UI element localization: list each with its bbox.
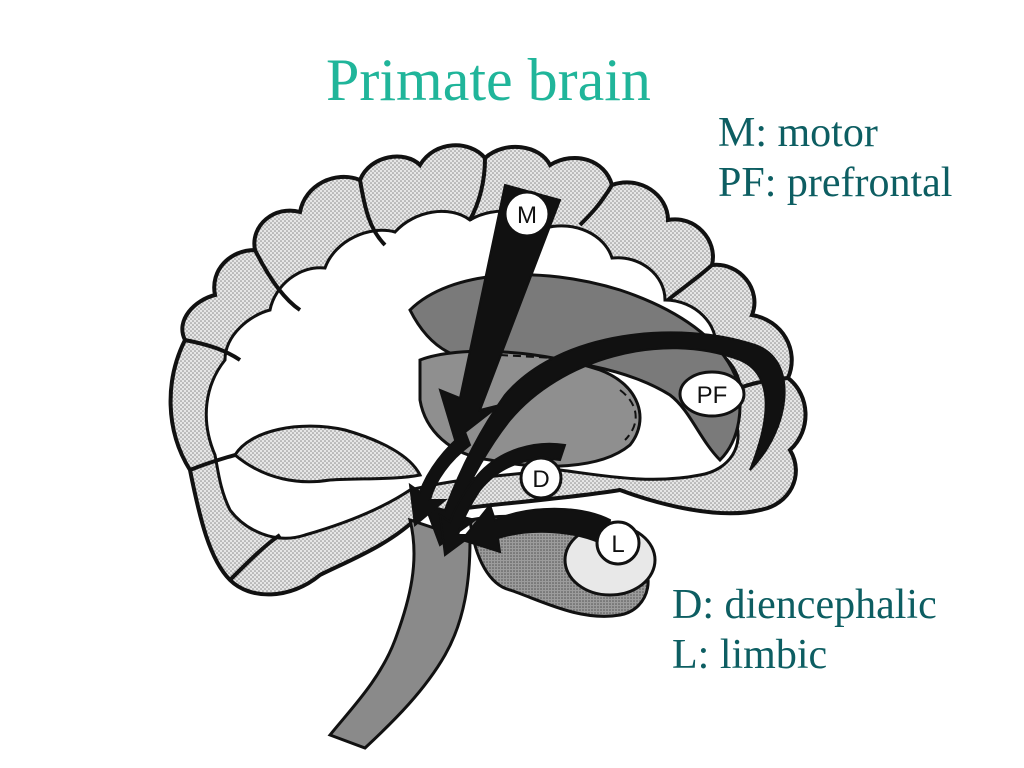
dashed-boundary-2	[619, 389, 637, 441]
diencephalic-arrow-outer	[408, 430, 472, 527]
dashed-boundary	[499, 354, 591, 361]
slide-title: Primate brain	[326, 47, 651, 113]
motor-arrow	[438, 183, 562, 442]
temporal-lobe	[233, 424, 423, 484]
diencephalic-arrow	[438, 442, 567, 557]
legend-item-prefrontal: PF: prefrontal	[718, 160, 953, 206]
diencephalic-label-circle	[519, 456, 563, 500]
limbic-arrow	[460, 502, 612, 554]
diencephalic-label: D	[532, 466, 549, 493]
legend-top: M: motor PF: prefrontal	[718, 108, 952, 208]
brainstem	[327, 517, 472, 750]
legend-item-diencephalic: D: diencephalic	[672, 582, 937, 628]
legend-item-limbic: L: limbic	[672, 632, 828, 678]
legend-bottom: D: diencephalic L: limbic	[672, 580, 937, 680]
legend-item-motor: M: motor	[718, 110, 878, 156]
motor-label: M	[517, 202, 537, 229]
limbic-label-circle	[595, 520, 641, 566]
limbic-label: L	[611, 531, 624, 558]
motor-label-circle	[503, 190, 551, 238]
prefrontal-label: PF	[697, 382, 728, 409]
prefrontal-label-ellipse	[678, 370, 746, 418]
